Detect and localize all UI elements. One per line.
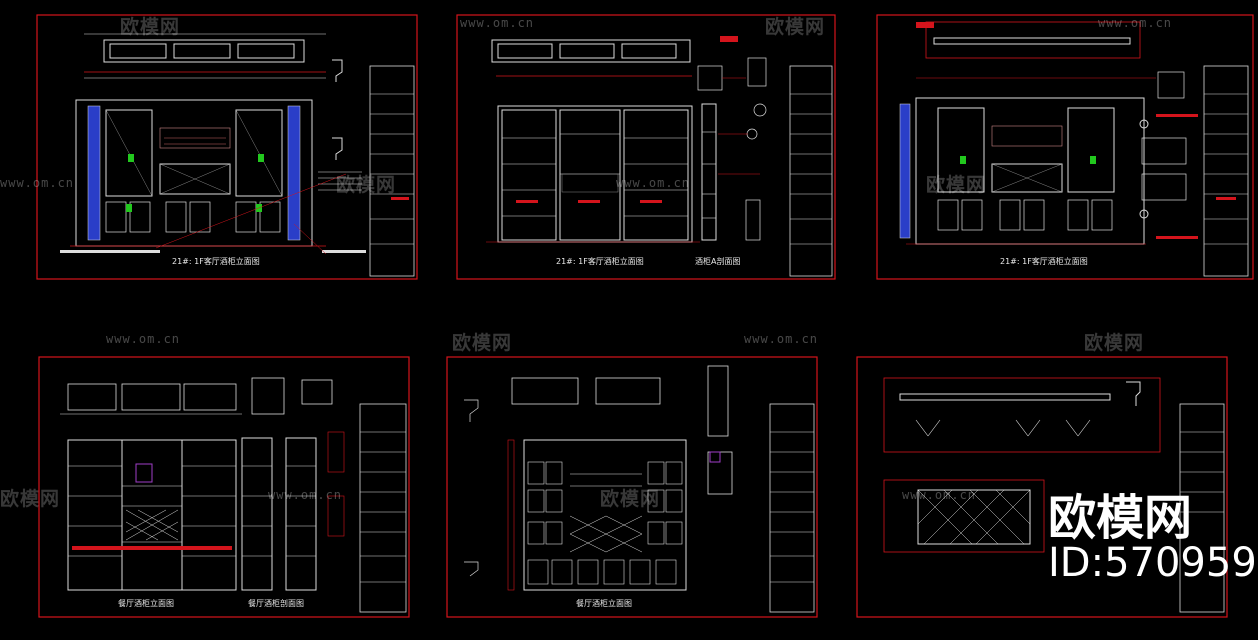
watermark-brand-1: 欧模网 <box>120 16 181 38</box>
drawing-sheet-2 <box>456 14 836 280</box>
watermark-url-5: www.om.cn <box>106 332 181 346</box>
sheet-4-caption-right: 餐厅酒柜剖面图 <box>248 599 304 608</box>
sheet-1-caption: 21#: 1F客厅酒柜立面图 <box>172 257 260 266</box>
drawing-sheet-6 <box>856 356 1228 618</box>
sheet-2-caption-right: 酒柜A剖面图 <box>695 257 741 266</box>
watermark-brand-3: 欧模网 <box>336 174 397 196</box>
sheet-4-caption-left: 餐厅酒柜立面图 <box>118 599 174 608</box>
watermark-url-6: www.om.cn <box>744 332 819 346</box>
brand-logo: 欧模网 <box>1048 490 1193 546</box>
drawing-sheet-5 <box>446 356 818 618</box>
sheet-5-caption: 餐厅酒柜立面图 <box>576 599 632 608</box>
watermark-url-2: www.om.cn <box>1098 16 1173 30</box>
drawing-sheet-4 <box>38 356 410 618</box>
watermark-brand-7: 欧模网 <box>0 488 61 510</box>
watermark-brand-2: 欧模网 <box>765 16 826 38</box>
watermark-url-4: www.om.cn <box>616 176 691 190</box>
watermark-brand-8: 欧模网 <box>600 488 661 510</box>
watermark-url-3: www.om.cn <box>0 176 75 190</box>
watermark-brand-5: 欧模网 <box>452 332 513 354</box>
watermark-brand-6: 欧模网 <box>1084 332 1145 354</box>
watermark-url-7: www.om.cn <box>268 488 343 502</box>
drawing-sheet-1 <box>36 14 418 280</box>
watermark-url-1: www.om.cn <box>460 16 535 30</box>
sheet-3-caption: 21#: 1F客厅酒柜立面图 <box>1000 257 1088 266</box>
sheet-2-caption-left: 21#: 1F客厅酒柜立面图 <box>556 257 644 266</box>
drawing-sheet-3 <box>876 14 1254 280</box>
model-id: ID:570959 <box>1048 540 1257 586</box>
watermark-brand-4: 欧模网 <box>926 174 987 196</box>
watermark-url-8: www.om.cn <box>902 488 977 502</box>
